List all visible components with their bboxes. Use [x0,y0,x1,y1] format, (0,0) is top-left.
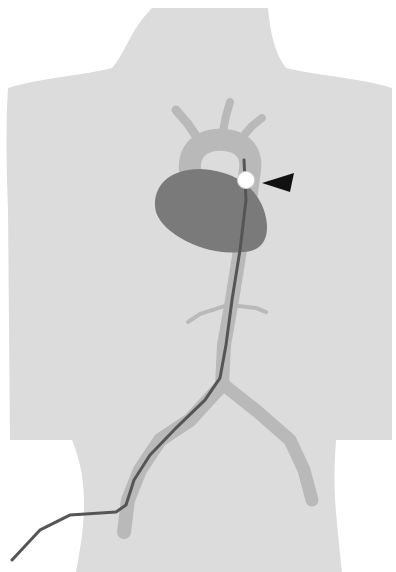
catheter-tip-marker [238,172,255,189]
